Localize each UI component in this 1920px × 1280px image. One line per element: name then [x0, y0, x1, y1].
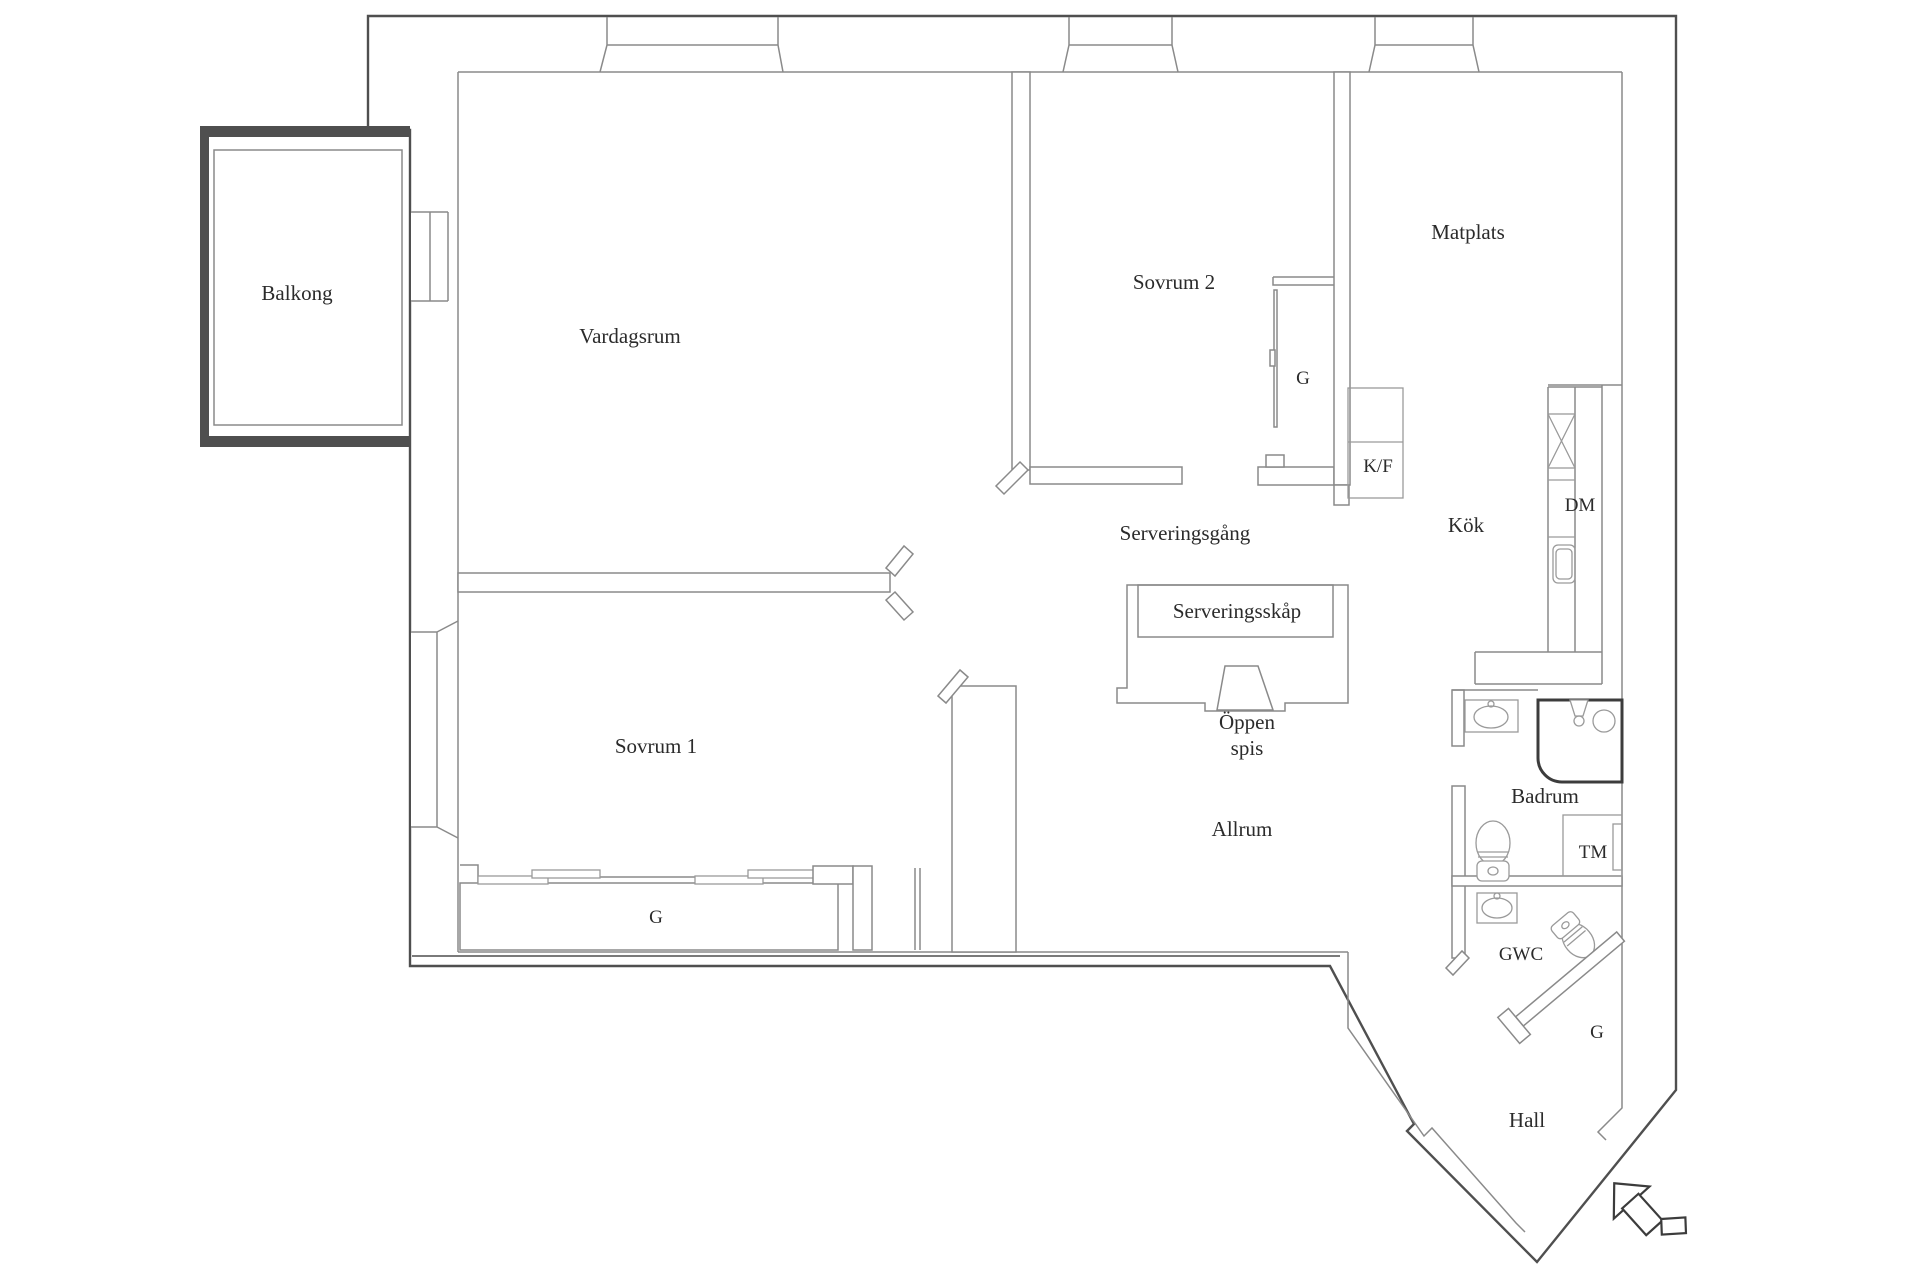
bathroom-sink-bowl — [1473, 705, 1509, 729]
kitchen-counter — [1474, 385, 1603, 685]
shower-head-icon — [1569, 699, 1589, 717]
interior-walls — [457, 71, 1623, 977]
wall-vardagsrum-sovrum1 — [457, 572, 891, 593]
closet-end-wall — [852, 865, 873, 951]
wall-sovrum2-south-left — [1029, 466, 1183, 485]
hall-closet-door — [1496, 930, 1626, 1045]
closet-sliding-door-3 — [694, 875, 764, 885]
closet-end-cap — [812, 865, 854, 885]
hall-inner-diagonal — [1347, 952, 1526, 1233]
closet-sliding-door-1 — [477, 875, 549, 885]
shower-icon — [1536, 698, 1624, 784]
gwc-sink-bowl — [1481, 897, 1513, 919]
serveringsskap-box — [1137, 584, 1334, 638]
bathroom-fixtures — [1464, 698, 1624, 882]
label-serveringsskap: Serveringsskåp — [1173, 599, 1301, 623]
washing-machine-door — [1612, 823, 1623, 871]
kitchen-sink-basin — [1555, 548, 1573, 580]
label-sovrum-1: Sovrum 1 — [615, 734, 697, 758]
toilet-icon — [1475, 820, 1511, 866]
wall-vardagsrum-sovrum2 — [1011, 71, 1031, 471]
label-serveringsgang: Serveringsgång — [1120, 521, 1251, 545]
label-vardagsrum: Vardagsrum — [579, 324, 680, 348]
wall-sovrum2-south-right — [1257, 466, 1335, 486]
wall-stub-kok — [1333, 484, 1350, 506]
balcony-rail-bottom — [200, 436, 410, 447]
gwc-toilet-icon — [1550, 911, 1596, 959]
label-balkong: Balkong — [261, 281, 333, 305]
wall-gwc-angled-end — [1444, 949, 1471, 977]
entrance-arrow-icon — [1612, 1182, 1688, 1237]
label-badrum: Badrum — [1511, 784, 1579, 808]
balcony — [200, 126, 410, 447]
toilet-flush-knob — [1487, 866, 1499, 876]
label-garderob-hall: G — [1590, 1022, 1604, 1043]
chimney-shaft-3 — [1368, 17, 1480, 73]
closet-door-end-cap — [1496, 1007, 1532, 1045]
wall-badrum-gwc — [1451, 875, 1623, 887]
bathroom-sink-tap — [1487, 700, 1495, 708]
label-sovrum-2: Sovrum 2 — [1133, 270, 1215, 294]
bathroom-sink-icon — [1464, 699, 1519, 733]
windows — [411, 211, 459, 839]
label-kok: Kök — [1448, 513, 1485, 537]
fridge-freezer-cross — [1547, 413, 1576, 469]
shower-drain — [1592, 709, 1616, 733]
door-jamb-sovrum2-west — [994, 460, 1030, 496]
balcony-floor-line — [213, 149, 403, 426]
kyl-frys-unit — [1347, 387, 1404, 499]
closet-sovrum2-top — [1272, 276, 1334, 286]
shower-head-knob — [1573, 715, 1585, 727]
door-jamb-allrum — [936, 668, 970, 705]
chimney-shaft-2 — [1062, 17, 1179, 73]
wall-badrum-west-lower — [1451, 785, 1466, 959]
dishwasher-compartment — [1548, 479, 1575, 538]
balcony-rail-top — [200, 126, 410, 137]
right-wall-inner — [1596, 72, 1623, 1141]
closet-sovrum1-box — [459, 882, 839, 951]
label-diskmaskin: DM — [1565, 495, 1596, 516]
wall-allrum-west — [951, 685, 1017, 953]
toilet-seat-lines — [1477, 851, 1509, 858]
closet-sliding-door-2 — [531, 869, 601, 879]
label-tvattmaskin: TM — [1579, 842, 1608, 863]
label-garderob-sovrum1: G — [649, 907, 663, 928]
door-jamb-sovrum1-lower — [884, 590, 915, 622]
balcony-door-window — [411, 211, 449, 302]
balcony-rail-left — [200, 126, 209, 447]
label-matplats: Matplats — [1431, 220, 1505, 244]
label-allrum: Allrum — [1212, 817, 1273, 841]
fireplace-block — [1116, 584, 1349, 712]
gwc-fixtures — [1476, 892, 1596, 959]
closet-sliding-door-4 — [747, 869, 818, 879]
fridge-freezer-icon — [1547, 413, 1576, 469]
label-hall: Hall — [1509, 1108, 1545, 1132]
chimney-shaft-1 — [599, 17, 784, 73]
toilet-cistern — [1476, 860, 1510, 882]
gwc-sink-tap — [1493, 892, 1501, 900]
kitchen-sink-icon — [1552, 544, 1576, 584]
label-garderob-sovrum2: G — [1296, 368, 1310, 389]
door-jamb-sovrum1-upper — [884, 544, 915, 578]
sovrum1-window — [411, 620, 459, 839]
wall-notch — [1265, 454, 1285, 468]
inner-wall-lines — [457, 17, 1623, 1233]
open-fireplace-hearth — [1216, 665, 1275, 711]
wall-badrum-west-upper — [1451, 689, 1465, 747]
closet-sovrum2-handle — [1269, 349, 1276, 367]
sovrum1-east-partition — [914, 868, 921, 950]
label-kyl-frys: K/F — [1363, 456, 1393, 477]
label-gwc: GWC — [1499, 944, 1543, 965]
kitchen-fixtures — [1347, 385, 1603, 685]
